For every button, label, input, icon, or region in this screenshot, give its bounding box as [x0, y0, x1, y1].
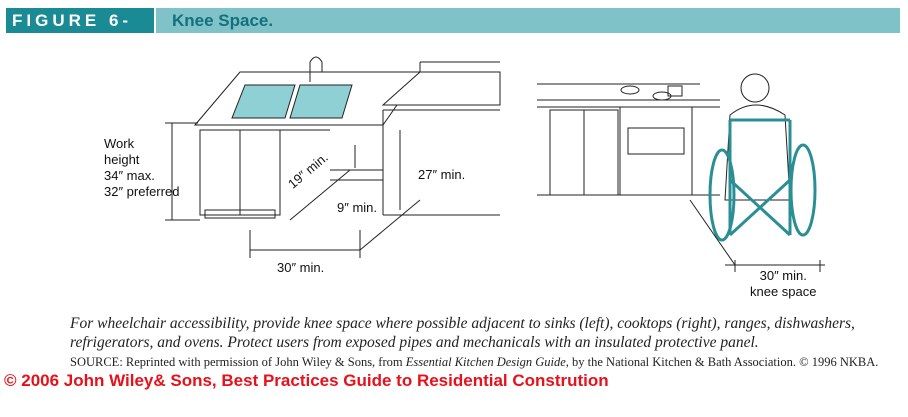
caption: For wheelchair accessibility, provide kn…	[70, 315, 855, 351]
knee-space-line: knee space	[750, 284, 817, 299]
caption-area: For wheelchair accessibility, provide kn…	[0, 314, 908, 390]
source-credit: SOURCE: Reprinted with permission of Joh…	[70, 354, 900, 370]
burner-icon	[620, 85, 640, 95]
source-book: Essential Kitchen Design Guide,	[405, 355, 569, 369]
person-head-icon	[740, 73, 770, 103]
source-text: : Reprinted with permission of John Wile…	[119, 355, 406, 369]
source-text: by the National Kitchen & Bath Associati…	[568, 355, 879, 369]
cooktop-wheelchair-drawing	[537, 73, 825, 272]
source-prefix: SOURCE	[70, 355, 120, 369]
knee-space-line: 30″ min.	[759, 268, 807, 283]
faucet-icon	[309, 56, 323, 82]
figure-label: FIGURE 6-12	[6, 8, 154, 55]
work-height-line: Work	[104, 136, 135, 151]
figure-title: Knee Space.	[156, 8, 900, 33]
width-30-label: 30″ min.	[277, 260, 325, 275]
pot-icon	[667, 85, 683, 97]
knee-space-illustration	[165, 56, 825, 272]
work-height-line: height	[104, 152, 140, 167]
sink-basin-left-icon	[231, 84, 296, 119]
sink-basin-right-icon	[289, 84, 353, 119]
sink-cabinet-drawing	[165, 56, 501, 258]
wheelchair-icon	[708, 118, 817, 242]
height-27-label: 27″ min.	[418, 167, 466, 182]
work-height-label: Work height 34″ max. 32″ preferred	[104, 136, 179, 200]
work-height-line: 34″ max.	[104, 168, 155, 183]
copyright-watermark: © 2006 John Wiley& Sons, Best Practices …	[4, 371, 609, 390]
knee-space-label: 30″ min. knee space	[750, 268, 817, 300]
toe-9-label: 9″ min.	[337, 200, 378, 215]
work-height-line: 32″ preferred	[104, 184, 180, 199]
